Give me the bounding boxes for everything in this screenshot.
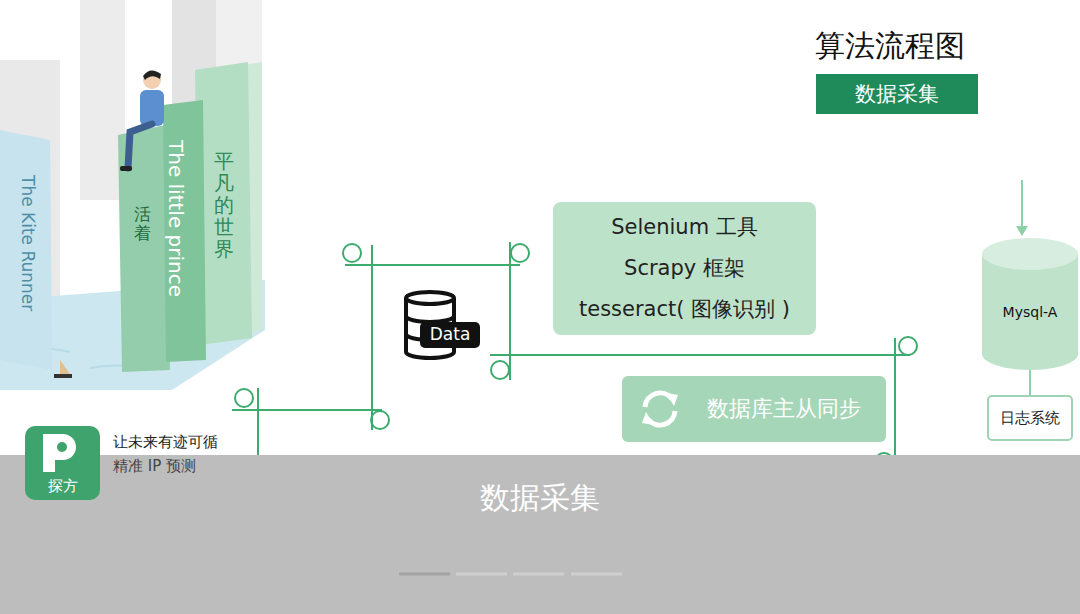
slide-caption: 数据采集 bbox=[0, 480, 1080, 516]
wire bbox=[894, 338, 896, 472]
sailboat bbox=[60, 360, 70, 374]
log-box: 日志系统 bbox=[987, 395, 1073, 441]
wire-loop bbox=[511, 244, 529, 262]
bottom-bar bbox=[0, 455, 1080, 614]
person-hair bbox=[143, 70, 161, 80]
node-text: 数据采集 bbox=[855, 81, 939, 107]
wire-loop bbox=[371, 411, 389, 429]
book-title: 活着 bbox=[134, 205, 151, 242]
wire-loop bbox=[899, 337, 917, 355]
node-text: 日志系统 bbox=[1000, 409, 1060, 428]
wire bbox=[490, 354, 910, 356]
wire-loop bbox=[491, 361, 509, 379]
person-shoe bbox=[120, 166, 132, 171]
node-text: Mysql-A bbox=[1003, 304, 1058, 322]
sync-icon bbox=[638, 387, 682, 431]
book-title: 平凡的世界 bbox=[214, 150, 234, 260]
green-book bbox=[163, 100, 206, 362]
wire bbox=[371, 245, 373, 430]
green-book bbox=[118, 125, 170, 372]
person-head bbox=[143, 71, 161, 89]
database-icon bbox=[406, 292, 454, 304]
slogan: 让未来有迹可循 bbox=[113, 433, 218, 451]
node-text: Selenium 工具 bbox=[611, 207, 758, 248]
book-title: The little prince bbox=[166, 140, 186, 297]
logo-p-hole bbox=[57, 442, 67, 452]
sync-head bbox=[642, 412, 654, 425]
cylinder-shape bbox=[982, 238, 1078, 370]
slogan: 精准 IP 预测 bbox=[113, 457, 196, 475]
slider-dash bbox=[399, 573, 450, 576]
wire bbox=[232, 409, 382, 411]
node-text: Scrapy 框架 bbox=[624, 248, 745, 289]
logo-p bbox=[43, 434, 76, 472]
node-text: 数据库主从同步 bbox=[707, 395, 861, 423]
slider-dash bbox=[571, 573, 622, 576]
wire bbox=[509, 242, 511, 380]
data-badge: Data bbox=[420, 322, 480, 348]
grey-book bbox=[80, 0, 125, 200]
slider-dash bbox=[513, 573, 564, 576]
wire-loop bbox=[235, 389, 253, 407]
sailboat bbox=[54, 374, 72, 378]
inflow-arrowhead bbox=[1016, 226, 1028, 236]
slide-title: 算法流程图 bbox=[815, 28, 965, 64]
node-text: 探方 bbox=[48, 477, 78, 496]
sync-head bbox=[666, 393, 678, 406]
blue-book bbox=[0, 130, 52, 370]
cylinder-body bbox=[982, 254, 1078, 370]
person-leg bbox=[128, 124, 152, 168]
section-tab: 数据采集 bbox=[816, 74, 978, 114]
book-title: The Kite Runner bbox=[19, 175, 36, 311]
node-text: Data bbox=[430, 324, 471, 345]
sync-box: 数据库主从同步 bbox=[622, 376, 886, 442]
logo-tile: 探方 bbox=[25, 426, 100, 500]
connector-line bbox=[1029, 370, 1031, 395]
inflow-arrow bbox=[1021, 180, 1023, 228]
database-cylinder: Mysql-A bbox=[982, 238, 1078, 370]
node-text: tesseract( 图像识别 ) bbox=[579, 289, 790, 330]
slider-dash bbox=[456, 573, 507, 576]
wire-loop bbox=[343, 244, 361, 262]
tool-box: Selenium 工具Scrapy 框架tesseract( 图像识别 ) bbox=[553, 202, 816, 335]
cylinder-top bbox=[982, 238, 1078, 270]
